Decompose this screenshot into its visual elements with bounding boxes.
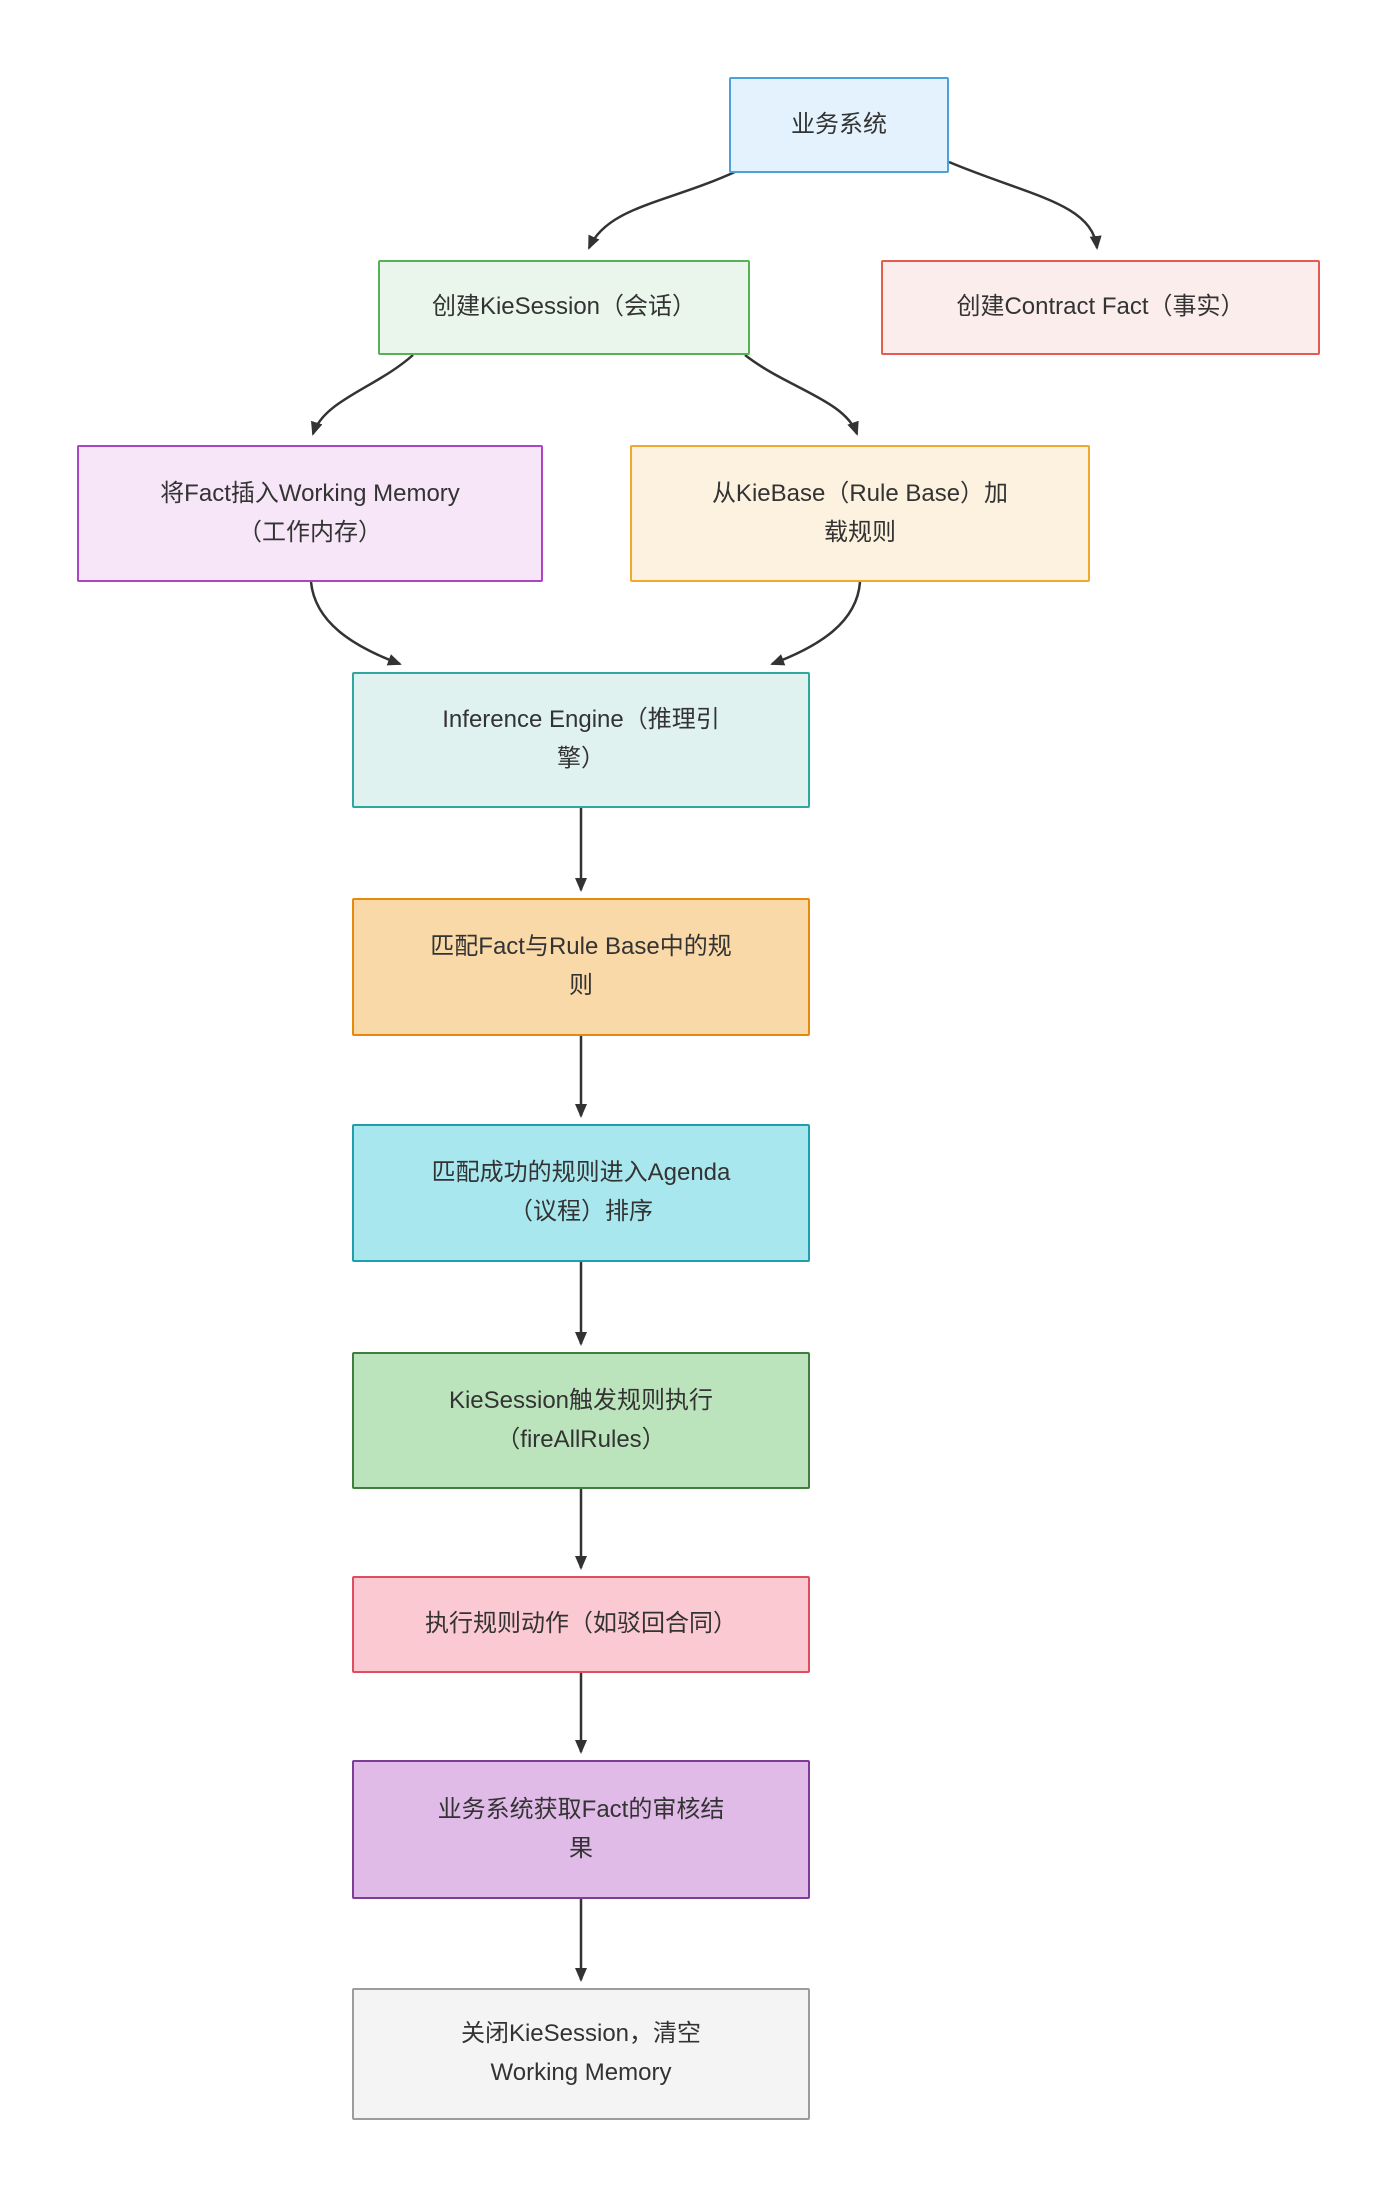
node-match-fact-with-rules: 匹配Fact与Rule Base中的规 则 [352,898,810,1036]
node-label: Inference Engine（推理引 擎） [442,706,720,772]
node-label: 关闭KieSession，清空 Working Memory [460,2020,702,2086]
node-close-kiesession: 关闭KieSession，清空 Working Memory [352,1988,810,2120]
node-label: 创建Contract Fact（事实） [956,293,1245,321]
edge-kiebase-to-inference [770,581,862,666]
edge-kiesession-to-insertfact [311,354,414,436]
edge-insertfact-to-inference [309,581,402,666]
node-inference-engine: Inference Engine（推理引 擎） [352,672,810,808]
node-label: 匹配成功的规则进入Agenda （议程）排序 [431,1159,731,1225]
node-insert-fact-working-memory: 将Fact插入Working Memory （工作内存） [77,445,543,582]
edge-business-to-kiesession [587,169,738,250]
node-agenda-sorting: 匹配成功的规则进入Agenda （议程）排序 [352,1124,810,1262]
node-get-fact-audit-result: 业务系统获取Fact的审核结 果 [352,1760,810,1899]
node-fire-all-rules: KieSession触发规则执行 （fireAllRules） [352,1352,810,1489]
node-label: 创建KieSession（会话） [431,293,697,321]
node-label: KieSession触发规则执行 （fireAllRules） [448,1386,714,1453]
node-label: 匹配Fact与Rule Base中的规 则 [430,933,732,999]
node-load-rules-from-kiebase: 从KieBase（Rule Base）加 载规则 [630,445,1090,582]
edge-business-to-contractfact [948,160,1102,250]
node-label: 业务系统获取Fact的审核结 果 [437,1795,725,1862]
node-create-kiesession: 创建KieSession（会话） [378,260,750,355]
edge-kiesession-to-kiebase [744,354,859,436]
node-label: 从KieBase（Rule Base）加 载规则 [711,479,1009,546]
node-create-contract-fact: 创建Contract Fact（事实） [881,260,1320,355]
node-label: 将Fact插入Working Memory （工作内存） [160,479,460,546]
node-label: 业务系统 [791,110,887,138]
node-execute-rule-actions: 执行规则动作（如驳回合同） [352,1576,810,1673]
node-label: 执行规则动作（如驳回合同） [425,1610,737,1638]
node-business-system: 业务系统 [729,77,949,173]
